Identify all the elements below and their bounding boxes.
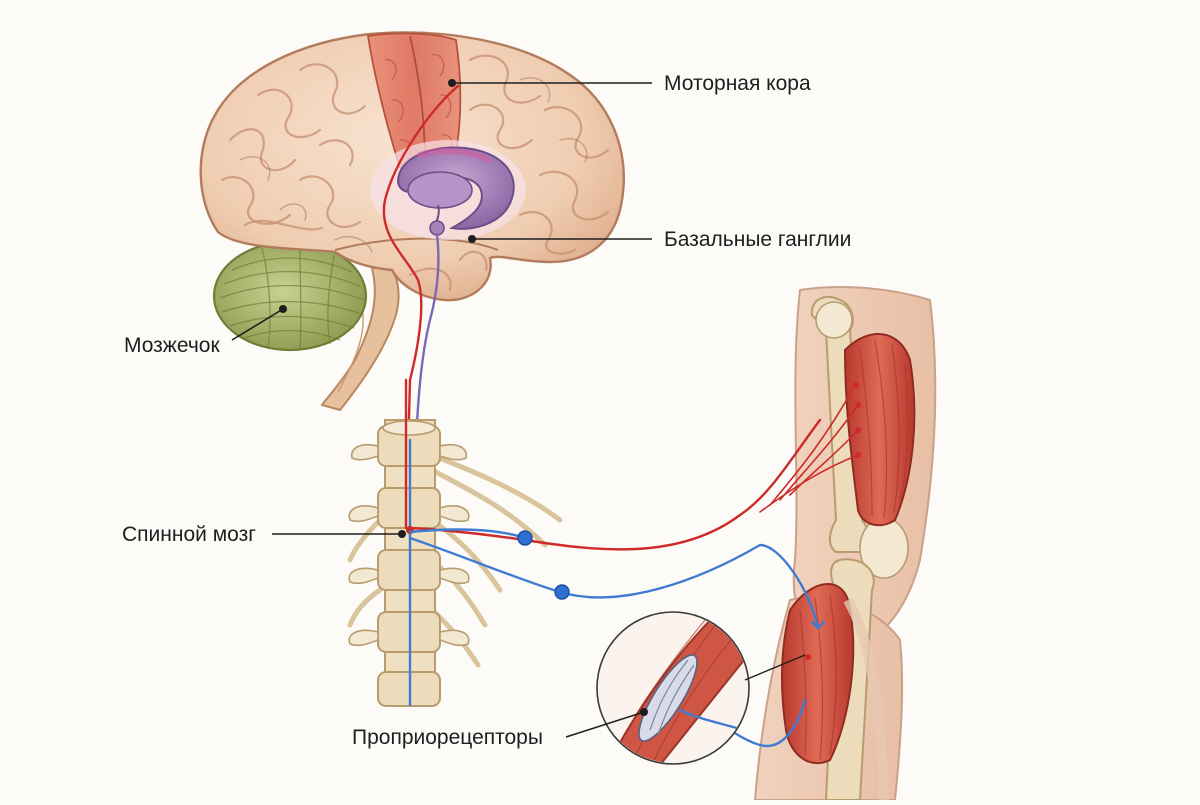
label-motor-cortex: Моторная кора <box>664 72 811 95</box>
label-cerebellum: Мозжечок <box>124 334 220 357</box>
label-basal-ganglia-group: Базальные ганглии <box>468 228 851 251</box>
basal-ganglia <box>370 140 526 240</box>
proprioceptor-inset <box>596 611 806 765</box>
cerebellum <box>212 240 368 352</box>
label-basal-ganglia: Базальные ганглии <box>664 228 851 251</box>
label-cerebellum-group: Мозжечок <box>124 305 287 357</box>
label-proprioceptors: Проприорецепторы <box>352 726 543 749</box>
peripheral-nerves <box>408 382 861 748</box>
leg <box>753 286 937 801</box>
label-spinal-cord: Спинной мозг <box>122 523 256 546</box>
label-motor-cortex-group: Моторная кора <box>448 72 811 95</box>
label-proprioceptors-group: Проприорецепторы <box>352 708 648 749</box>
label-spinal-cord-group: Спинной мозг <box>122 523 406 546</box>
spinal-column <box>347 419 563 707</box>
